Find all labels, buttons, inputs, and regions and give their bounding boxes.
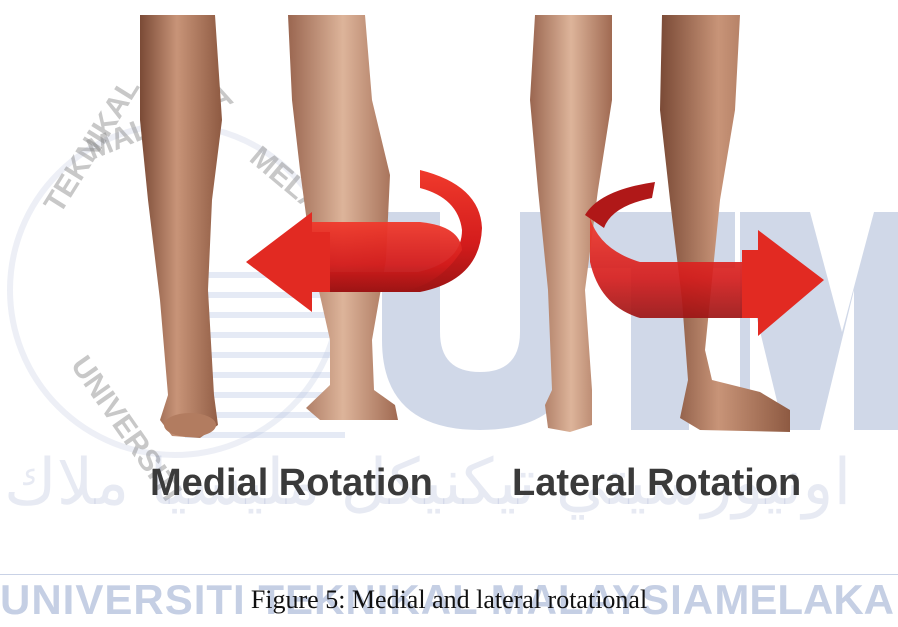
caption-row: UNIVERSITI TEKNIKAL MALAYSIA MELAKA Figu…: [0, 580, 898, 620]
left-rotated-leg: [288, 15, 398, 420]
rotation-figure: TEKNIKAL MALAYSIA MELAKA UNIVERSITI: [0, 0, 898, 520]
lateral-rotation-label: Lateral Rotation: [512, 462, 801, 505]
legs-illustration: TEKNIKAL MALAYSIA MELAKA UNIVERSITI: [0, 0, 898, 520]
figure-caption: Figure 5: Medial and lateral rotational: [0, 584, 898, 616]
medial-rotation-label: Medial Rotation: [150, 462, 433, 505]
watermark-divider: [0, 574, 898, 575]
left-standing-leg: [140, 15, 222, 438]
